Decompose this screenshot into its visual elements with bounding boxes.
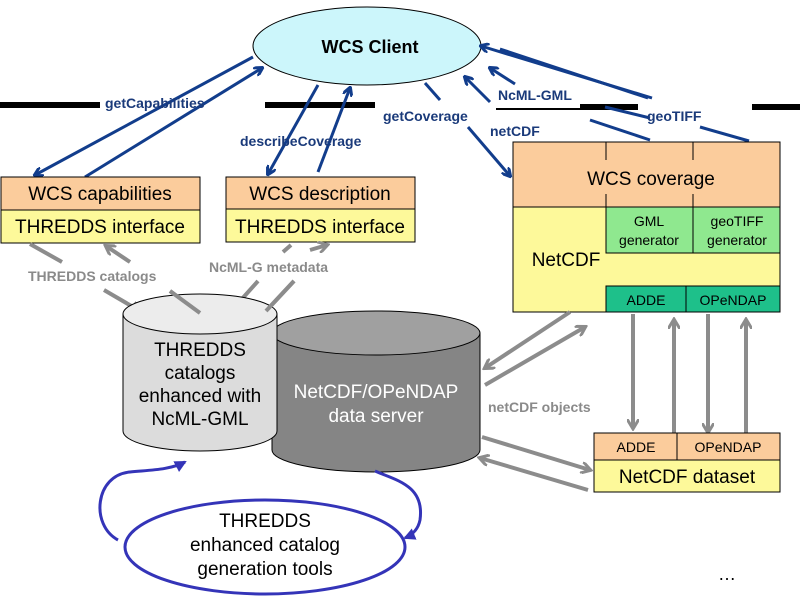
label-get-coverage: getCoverage bbox=[383, 108, 468, 124]
arrow-segment bbox=[604, 105, 651, 120]
coverage-netcdf-label: NetCDF bbox=[532, 250, 601, 271]
label-describe-coverage: describeCoverage bbox=[240, 133, 362, 149]
geotiff-generator-line1: geoTIFF bbox=[711, 213, 764, 229]
catalog-line1: THREDDS bbox=[154, 340, 246, 361]
coverage-opendap bbox=[685, 285, 781, 313]
tools-ellipse: THREDDS enhanced catalog generation tool… bbox=[123, 498, 407, 596]
arrow-segment bbox=[699, 125, 750, 143]
dataset-label: NetCDF dataset bbox=[619, 467, 756, 488]
catalog-cylinder: THREDDS catalogs enhanced with NcML-GML bbox=[122, 279, 296, 452]
describe-coverage-arrows bbox=[268, 84, 350, 174]
label-get-capabilities: getCapabilities bbox=[105, 95, 205, 111]
capabilities-title: WCS capabilities bbox=[28, 184, 172, 205]
get-capabilities-arrows bbox=[35, 55, 262, 179]
description-interface: THREDDS interface bbox=[235, 217, 405, 238]
catalog-line4: NcML-GML bbox=[151, 409, 248, 430]
arrow-request bbox=[268, 84, 320, 174]
get-coverage-arrows bbox=[423, 46, 750, 176]
arrow-request bbox=[466, 126, 510, 176]
arrow-dataset-in bbox=[481, 435, 590, 470]
label-ncml-gml: NcML-GML bbox=[498, 87, 572, 103]
description-box: WCS description THREDDS interface bbox=[225, 176, 416, 243]
arrow-server-to-tools bbox=[374, 469, 422, 540]
catalog-line2: catalogs bbox=[165, 363, 236, 384]
arrow-geotiff bbox=[481, 46, 653, 100]
arrow-segment bbox=[423, 82, 442, 101]
gml-generator bbox=[605, 206, 694, 254]
separator-bar bbox=[265, 102, 375, 108]
server-line2: data server bbox=[328, 406, 424, 427]
capabilities-box: WCS capabilities THREDDS interface bbox=[0, 176, 201, 244]
arrow-catalog-up bbox=[106, 246, 132, 264]
separator-bar bbox=[0, 102, 100, 108]
arrow-response bbox=[84, 68, 262, 179]
arrow-segment bbox=[264, 279, 296, 313]
dataset-box: ADDE OPeNDAP NetCDF dataset bbox=[593, 432, 781, 493]
tools-line2: enhanced catalog bbox=[190, 535, 340, 556]
arrow-segment bbox=[589, 118, 651, 142]
label-netcdf: netCDF bbox=[490, 123, 540, 139]
coverage-header bbox=[512, 141, 781, 208]
dataset-opendap: OPeNDAP bbox=[695, 439, 762, 455]
arrow-dataset-out bbox=[480, 458, 589, 492]
server-cylinder: NetCDF/OPeNDAP data server bbox=[271, 310, 481, 473]
coverage-adde bbox=[605, 285, 687, 313]
server-line1: NetCDF/OPeNDAP bbox=[294, 382, 459, 403]
arrow-segment bbox=[168, 289, 202, 315]
arrow-ncml bbox=[490, 68, 516, 86]
arrow-segment bbox=[281, 243, 293, 254]
arrow-request bbox=[35, 55, 254, 175]
catalog-line3: enhanced with bbox=[139, 386, 262, 407]
coverage-adde-label: ADDE bbox=[627, 292, 666, 308]
client-label: WCS Client bbox=[322, 37, 419, 57]
arrow-objects-in bbox=[485, 310, 572, 368]
arrow-netcdf bbox=[465, 77, 492, 104]
gml-generator-line1: GML bbox=[634, 213, 665, 229]
dataset-adde: ADDE bbox=[617, 439, 656, 455]
arrow-objects-out bbox=[483, 327, 585, 387]
tools-line1: THREDDS bbox=[219, 511, 311, 532]
description-title: WCS description bbox=[249, 184, 391, 205]
label-geotiff: geoTIFF bbox=[647, 108, 702, 124]
wcs-client: WCS Client bbox=[252, 6, 482, 86]
coverage-title: WCS coverage bbox=[587, 169, 715, 190]
label-netcdf-objects: netCDF objects bbox=[488, 399, 591, 415]
geotiff-generator-line2: generator bbox=[707, 232, 767, 248]
separator-bar bbox=[752, 104, 800, 110]
arrow-response bbox=[316, 88, 350, 173]
coverage-box: WCS coverage NetCDF GML generator geoTIF… bbox=[512, 141, 781, 313]
capabilities-interface: THREDDS interface bbox=[15, 217, 185, 238]
label-thredds-catalogs: THREDDS catalogs bbox=[28, 268, 157, 284]
ellipsis: … bbox=[718, 564, 736, 584]
generation-loop-arrows bbox=[98, 460, 422, 542]
tools-line3: generation tools bbox=[197, 559, 332, 580]
arrow-metadata-up bbox=[309, 245, 327, 250]
arrow-segment bbox=[29, 242, 63, 264]
gml-generator-line2: generator bbox=[619, 232, 679, 248]
gray-arrows bbox=[29, 242, 746, 492]
label-ncml-g-metadata: NcML-G metadata bbox=[209, 259, 328, 275]
arrow-tools-to-catalog bbox=[98, 460, 187, 542]
coverage-opendap-label: OPeNDAP bbox=[700, 292, 767, 308]
geotiff-generator bbox=[692, 206, 781, 254]
